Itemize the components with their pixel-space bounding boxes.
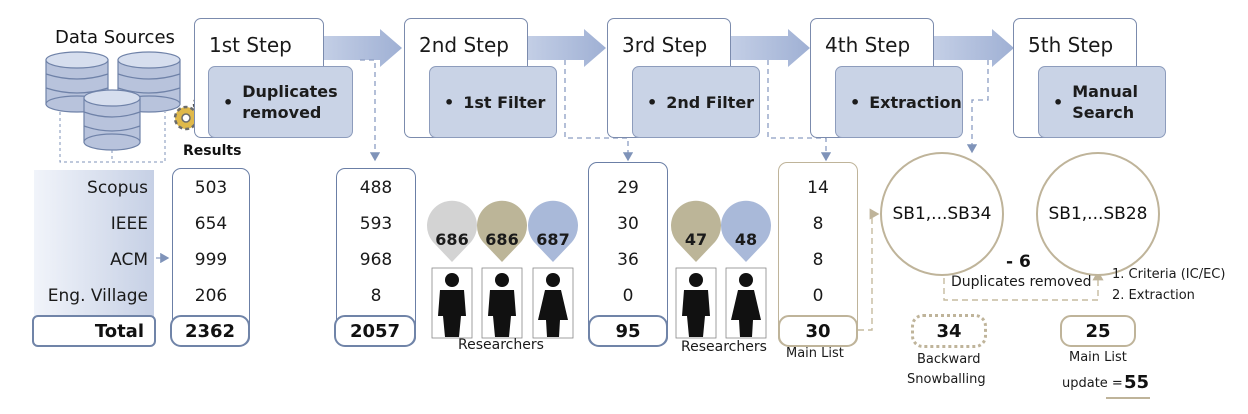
- researcher-pin-1: [427, 200, 477, 262]
- snowball-main-list-label: Main List: [1069, 350, 1127, 365]
- total-label: Total: [94, 320, 144, 342]
- step-sub-label-2: 1st Filter: [463, 92, 546, 112]
- results-eng-village: 206: [194, 286, 228, 306]
- snowball-connectors: [858, 208, 1104, 331]
- database-icon: [45, 51, 181, 151]
- bullet-icon: •: [647, 92, 658, 112]
- step2-scopus: 29: [617, 178, 639, 198]
- snowball-circle-1: SB1,...SB34: [880, 152, 1004, 276]
- bullet-icon: •: [1053, 92, 1064, 112]
- total-label-box: Total: [32, 315, 156, 347]
- snowball-main-list-box: 25: [1060, 315, 1136, 347]
- dashed-connectors: [156, 59, 989, 264]
- researcher-pin-5: [721, 200, 771, 262]
- step1-total: 2057: [334, 315, 416, 347]
- person-icon: [481, 267, 523, 339]
- step3-acm: 8: [812, 250, 824, 270]
- results-scopus: 503: [194, 178, 228, 198]
- step3-eng-village: 0: [812, 286, 824, 306]
- researcher-pin-4-value: 47: [684, 230, 708, 249]
- duplicates-removed-label: Duplicates removed: [951, 274, 1092, 290]
- researchers-label-2: Researchers: [681, 339, 767, 355]
- researchers-label-1: Researchers: [458, 337, 544, 353]
- step-title-5: 5th Step: [1028, 33, 1114, 57]
- researcher-pin-4: [671, 200, 722, 262]
- person-icons: [431, 267, 767, 339]
- source-label-scopus: Scopus: [87, 178, 148, 198]
- researcher-pins-group-1: [427, 200, 578, 262]
- snowballing-label: Snowballing: [907, 372, 986, 387]
- results-ieee: 654: [194, 214, 228, 234]
- step-sub-4: • Extraction: [835, 66, 963, 138]
- source-label-ieee: IEEE: [110, 214, 148, 234]
- step-title-4: 4th Step: [825, 33, 911, 57]
- bullet-icon: •: [850, 92, 861, 112]
- update-value: 55: [1124, 372, 1150, 393]
- step1-scopus: 488: [359, 178, 393, 198]
- bullet-icon: •: [444, 92, 455, 112]
- data-sources-title: Data Sources: [55, 27, 175, 48]
- researcher-pin-2: [477, 200, 527, 262]
- researcher-pins-group-2: [671, 200, 771, 262]
- step-sub-3: • 2nd Filter: [632, 66, 760, 138]
- minus-six-label: - 6: [1006, 252, 1031, 272]
- step1-eng-village: 8: [370, 286, 382, 306]
- step2-acm: 36: [617, 250, 639, 270]
- source-label-acm: ACM: [110, 250, 148, 270]
- step-flow-arrows: [322, 29, 1014, 67]
- step3-ieee: 8: [812, 214, 824, 234]
- results-label: Results: [183, 143, 242, 159]
- step-sub-label-4: Extraction: [869, 92, 962, 112]
- person-icon: [431, 267, 473, 339]
- backward-snowballing-box: 34: [911, 314, 987, 348]
- researcher-pin-5-value: 48: [734, 230, 758, 249]
- researcher-pin-3: [528, 200, 578, 262]
- backward-label: Backward: [917, 352, 981, 367]
- person-icon: [725, 267, 767, 339]
- step1-acm: 968: [359, 250, 393, 270]
- source-label-eng-village: Eng. Village: [47, 286, 148, 306]
- step-sub-1: • Duplicates removed: [208, 66, 353, 138]
- results-acm: 999: [194, 250, 228, 270]
- step2-eng-village: 0: [622, 286, 634, 306]
- step2-ieee: 30: [617, 214, 639, 234]
- person-icon: [675, 267, 717, 339]
- step-sub-label-3: 2nd Filter: [666, 92, 755, 112]
- step-title-1: 1st Step: [209, 33, 292, 57]
- step-title-3: 3rd Step: [622, 33, 708, 57]
- step3-total: 30: [778, 315, 858, 347]
- researcher-pin-1-value: 686: [435, 230, 469, 249]
- step-title-2: 2nd Step: [419, 33, 509, 57]
- researcher-pin-2-value: 686: [485, 230, 519, 249]
- step1-ieee: 593: [359, 214, 393, 234]
- results-total: 2362: [170, 315, 250, 347]
- snowball-circle-2: SB1,...SB28: [1036, 152, 1160, 276]
- extraction-label: 2. Extraction: [1112, 288, 1195, 303]
- person-icon: [532, 267, 574, 339]
- step-sub-label-5: Manual Search: [1072, 82, 1139, 122]
- criteria-label: 1. Criteria (IC/EC): [1112, 267, 1226, 282]
- sources-band: [34, 170, 154, 320]
- bullet-icon: •: [223, 92, 234, 112]
- step-sub-5: • Manual Search: [1038, 66, 1166, 138]
- step3-scopus: 14: [807, 178, 829, 198]
- step2-total: 95: [588, 315, 668, 347]
- main-list-label: Main List: [786, 346, 844, 361]
- step-sub-label-1: Duplicates removed: [242, 82, 338, 122]
- researcher-pin-3-value: 687: [536, 230, 570, 249]
- update-label: update =: [1062, 376, 1123, 391]
- step-sub-2: • 1st Filter: [429, 66, 557, 138]
